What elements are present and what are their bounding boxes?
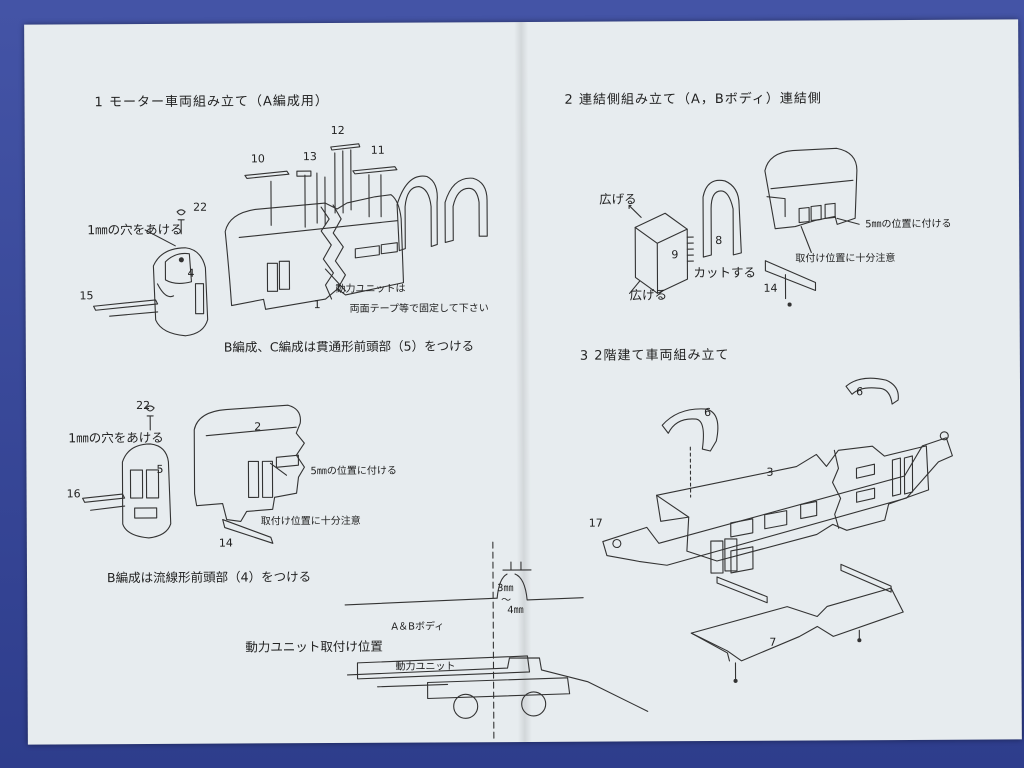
section3-heading: 3 2階建て車両組み立て [579,347,730,364]
part-7-label: 7 [769,635,777,649]
unit-note-1: 動力ユニットは [335,283,406,295]
mount-position-label: 動力ユニット取付け位置 [245,638,383,655]
part-1-label: 1 [313,298,321,312]
part-10-label: 10 [250,152,265,166]
b-note: B編成は流線形前頭部（4）をつける [106,569,312,586]
dim-4mm: 4㎜ [507,605,524,617]
part-17-label: 17 [588,516,603,530]
dim-3mm: 3㎜ [497,583,514,595]
part-4-label: 4 [187,266,195,280]
part-8-label: 8 [715,233,723,247]
part-6a-label: 6 [704,406,712,420]
body-label: A＆Bボディ [391,621,445,633]
part-3-label: 3 [766,465,774,479]
part-14-2-label: 14 [763,281,778,295]
double-decker-drawing [602,378,954,683]
through-head-drawing [82,405,305,544]
part-22b-label: 22 [136,398,151,413]
part-9-label: 9 [671,248,679,262]
note-mount-b: 取付け位置に十分注意 [260,515,361,528]
instruction-sheet: 1 モーター車両組み立て（A編成用） 10 12 13 11 22 1㎜の穴をあ… [24,19,1022,745]
b-c-note: B編成、C編成は貫通形前頭部（5）をつける [223,338,475,355]
section1-heading: 1 モーター車両組み立て（A編成用） [94,94,329,111]
part-16-label: 16 [66,487,81,501]
spread-label-2: 広げる [629,287,668,303]
part-2-label: 2 [254,420,262,434]
cut-label: カットする [693,264,756,281]
part-13-label: 13 [302,150,317,164]
assembly-diagrams [24,19,1022,744]
section2-heading: 2 連結側組み立て（A，Bボディ）連結側 [564,91,822,108]
unit-note-2: 両面テープ等で固定して下さい [349,303,489,315]
note-5mm-2: 5㎜の位置に付ける [865,218,952,231]
coupler-end-drawing [629,148,860,307]
motor-car-drawing [93,143,488,336]
part-14b-label: 14 [218,536,233,550]
part-11-label: 11 [370,143,385,157]
part-12-label: 12 [330,123,345,138]
note-5mm-b: 5㎜の位置に付ける [310,465,397,478]
part-5-label: 5 [156,462,164,476]
hole-note-b: 1㎜の穴をあける [68,429,164,446]
hole-note: 1㎜の穴をあける [87,221,183,238]
part-6b-label: 6 [856,385,864,399]
power-unit-label: 動力ユニット [395,661,456,673]
part-22-label: 22 [193,200,208,214]
mount-section-drawing [345,541,648,743]
spread-label-1: 広げる [599,191,637,207]
part-15-label: 15 [79,289,94,303]
note-mount-2: 取付け位置に十分注意 [795,253,896,265]
